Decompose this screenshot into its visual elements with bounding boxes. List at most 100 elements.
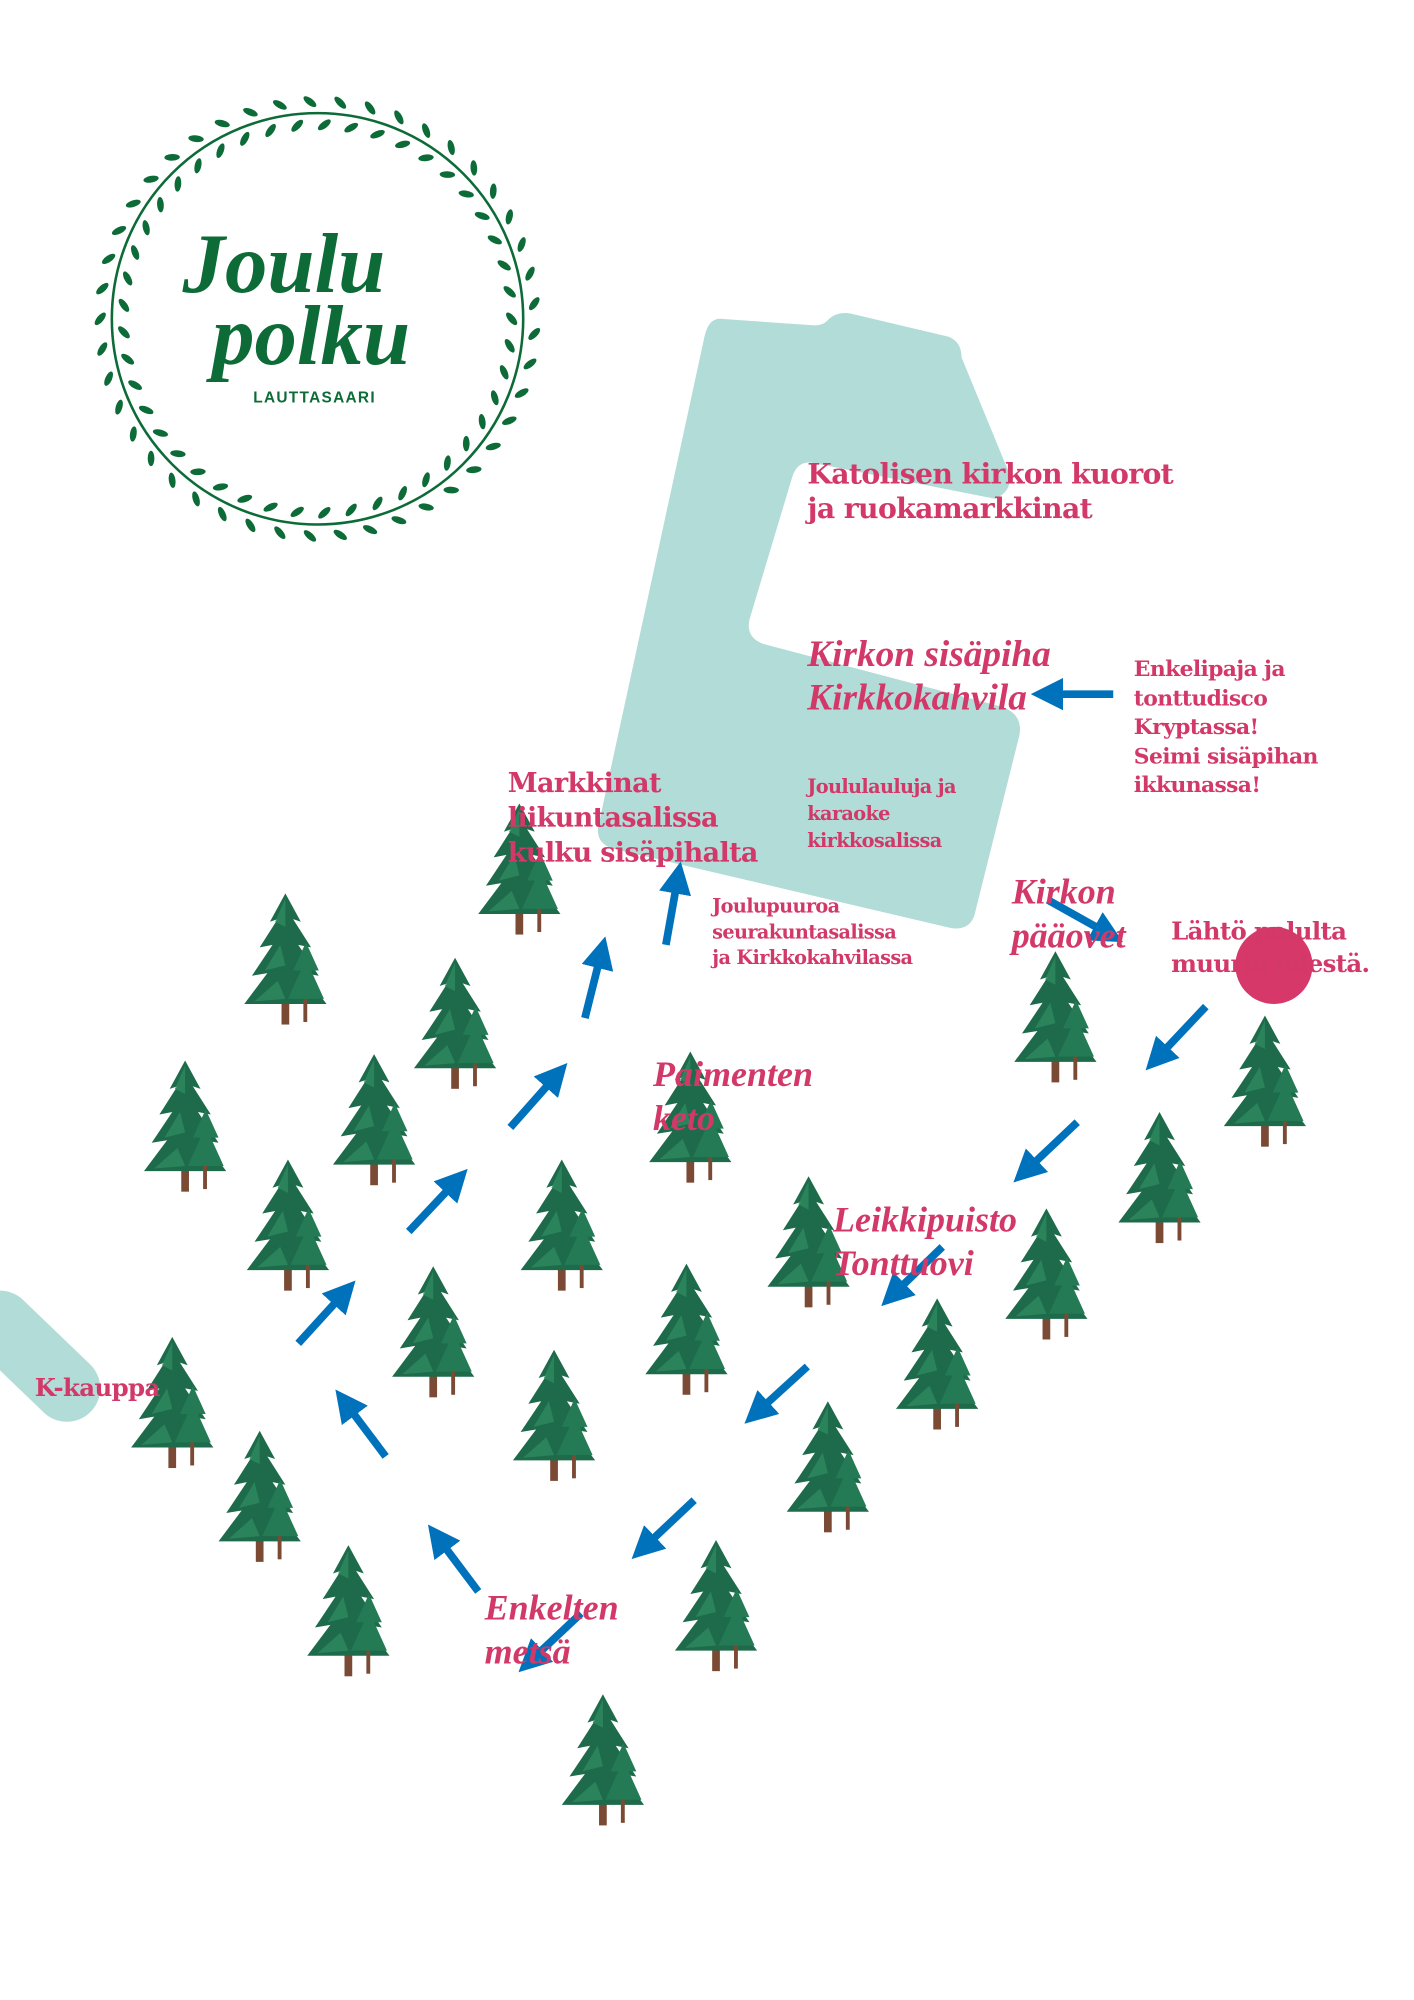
label-line: Lähtö polulta [1171,917,1347,947]
leaf-icon [317,119,331,131]
leaf-icon [147,450,155,467]
label-line: pääovet [1011,916,1126,957]
arrow-icon [1013,1119,1080,1183]
leaf-icon [447,139,455,156]
label-line: Leikkipuisto [833,1200,1017,1241]
leaf-icon [443,486,459,494]
tree-icon [1014,951,1097,1083]
wreath-icon [94,96,541,542]
leaf-icon [398,486,407,501]
label-line: Katolisen kirkon kuorot [807,457,1174,492]
leaf-icon [131,245,140,260]
leaf-icon [525,266,535,281]
leaf-icon [214,119,230,128]
leaf-icon [474,211,490,220]
logo-line2: polku [212,289,411,384]
label-line: Seimi sisäpihan [1133,743,1319,770]
tree-icon [246,1159,330,1291]
label-line: kirkkosalissa [807,829,942,853]
tree-icon [674,1540,758,1672]
leaf-icon [168,472,176,488]
leaf-icon [274,526,286,539]
label-line: Joulupuuroa [712,894,840,918]
leaf-icon [128,380,142,390]
leaf-icon [265,123,276,138]
label-line: Kirkon sisäpiha [807,633,1051,675]
label-kkauppa[interactable]: K-kauppa [35,1305,161,1405]
label-line: Joululauluja ja [807,775,956,799]
tree-icon [512,1349,596,1481]
leaf-icon [395,140,411,149]
arrow-icon [744,1363,810,1424]
leaf-icon [345,503,357,517]
leaf-icon [237,494,253,503]
tree-icon [307,1545,390,1677]
leaf-icon [364,101,376,115]
label-line: kulku sisäpihalta [507,835,759,868]
leaf-icon [174,176,182,192]
label-line: metsä [484,1632,571,1673]
arrow-icon [659,861,691,946]
arrow-icon [631,1497,697,1560]
leaf-icon [97,342,108,356]
tree-icon [332,1054,416,1186]
leaf-icon [164,153,180,161]
leaf-icon [528,297,540,311]
leaf-icon [290,506,304,518]
leaf-icon [291,119,304,132]
leaf-icon [363,525,378,535]
leaf-icon [422,123,431,138]
leaf-icon [216,143,225,158]
leaf-icon [118,326,130,339]
leaf-icon [422,472,430,488]
leaf-icon [243,107,258,117]
tree-icon [1118,1111,1201,1244]
leaf-icon [94,312,106,326]
leaf-icon [506,312,518,326]
leaf-icon [487,235,502,245]
leaf-icon [344,122,359,133]
leaf-icon [121,353,135,365]
arrow-icon [507,1062,568,1130]
leaf-icon [240,131,250,146]
leaf-icon [439,171,456,178]
leaf-icon [490,390,499,406]
tree-icon [413,957,497,1089]
tree-icon [645,1263,728,1395]
leaf-icon [499,365,509,380]
tree-icon [392,1266,475,1398]
leaf-icon [370,129,385,139]
leaf-icon [157,196,164,213]
tree-icon [561,1694,645,1826]
leaf-icon [394,110,404,125]
leaf-icon [391,516,407,525]
leaf-icon [514,388,529,398]
leaf-icon [118,298,130,312]
label-line: Enkelipaja ja [1133,656,1286,683]
label-line: ikkunassa! [1133,772,1261,799]
leaf-icon [523,358,537,370]
leaf-icon [245,518,256,533]
leaf-icon [125,199,141,208]
leaf-icon [101,253,116,265]
leaf-icon [318,507,331,519]
leaf-icon [217,506,227,522]
arrow-icon [335,1389,389,1459]
start-dot-icon[interactable] [1235,926,1313,1004]
arrow-icon [295,1280,356,1346]
leaf-icon [504,339,515,353]
leaf-icon [188,135,204,143]
